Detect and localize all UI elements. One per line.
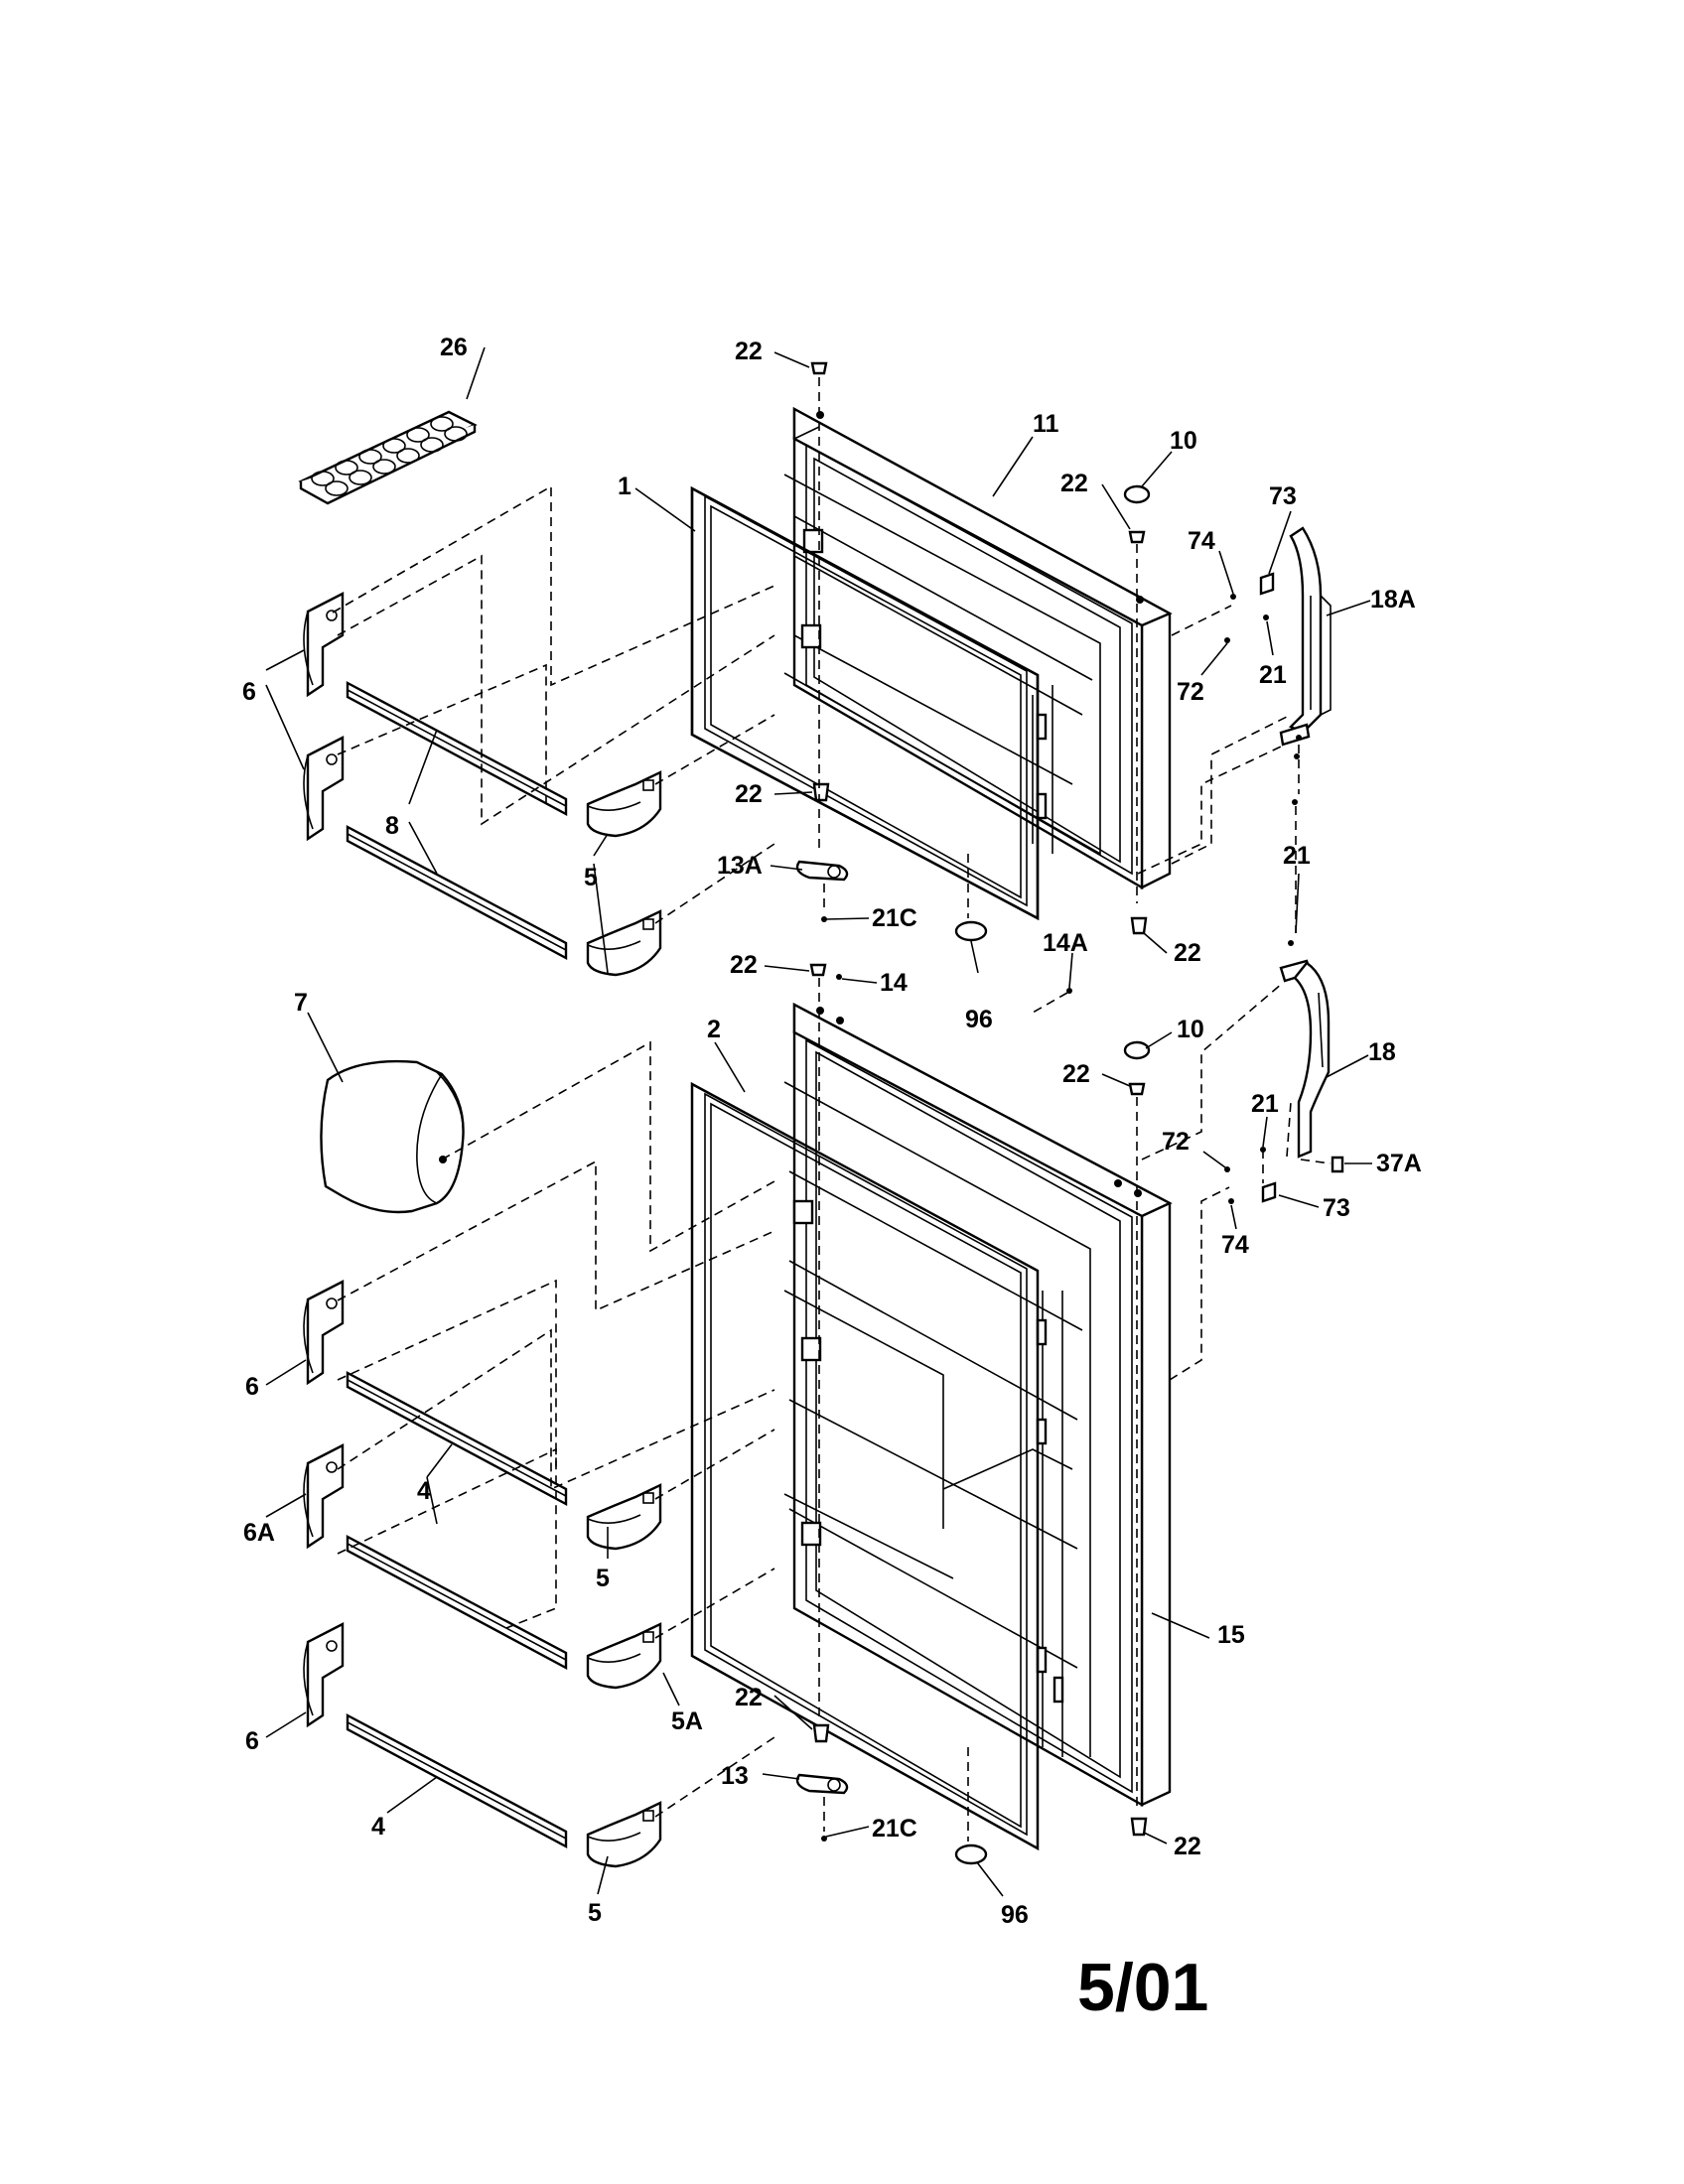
callout-14: 14 bbox=[880, 969, 908, 997]
callout-74: 74 bbox=[1221, 1231, 1249, 1259]
freezer-door bbox=[783, 406, 1173, 890]
callout-5: 5 bbox=[588, 1899, 602, 1927]
callout-22: 22 bbox=[1174, 1833, 1201, 1860]
alignment-lines bbox=[332, 377, 1332, 1842]
callout-22: 22 bbox=[1060, 470, 1088, 497]
fresh-food-door bbox=[783, 1003, 1173, 1808]
freezer-gasket bbox=[690, 485, 1040, 921]
callout-18: 18 bbox=[1368, 1038, 1396, 1066]
freezer-handle bbox=[1279, 526, 1332, 747]
callout-22: 22 bbox=[1062, 1060, 1090, 1088]
callout-labels: 26 22 11 10 22 1 73 74 18A 6 21 72 8 22 … bbox=[242, 334, 1422, 1929]
callout-13: 13 bbox=[721, 1762, 749, 1790]
callout-96: 96 bbox=[1001, 1901, 1029, 1929]
callout-6: 6 bbox=[245, 1373, 259, 1401]
callout-22: 22 bbox=[735, 338, 763, 365]
callout-72: 72 bbox=[1162, 1128, 1190, 1156]
callout-21: 21 bbox=[1283, 842, 1311, 870]
callout-6: 6 bbox=[242, 678, 256, 706]
callout-21C: 21C bbox=[872, 1815, 917, 1843]
callout-4: 4 bbox=[417, 1477, 431, 1505]
callout-26: 26 bbox=[440, 334, 468, 361]
callout-37A: 37A bbox=[1376, 1150, 1422, 1177]
fresh-food-gasket bbox=[690, 1081, 1040, 1851]
callout-2: 2 bbox=[707, 1016, 721, 1043]
callout-10: 10 bbox=[1177, 1016, 1204, 1043]
callout-1: 1 bbox=[618, 473, 632, 500]
fresh-food-handle bbox=[1279, 959, 1331, 1159]
callout-11: 11 bbox=[1033, 410, 1059, 438]
callout-73: 73 bbox=[1269, 482, 1297, 510]
leader-lines bbox=[265, 346, 1372, 1897]
callout-73: 73 bbox=[1323, 1194, 1350, 1222]
callout-22: 22 bbox=[1174, 939, 1201, 967]
callout-10: 10 bbox=[1170, 427, 1197, 455]
shelf-supports bbox=[302, 592, 662, 1868]
callout-18A: 18A bbox=[1370, 586, 1416, 614]
callout-22: 22 bbox=[730, 951, 758, 979]
callout-74: 74 bbox=[1188, 527, 1215, 555]
callout-6A: 6A bbox=[243, 1519, 275, 1547]
callout-8: 8 bbox=[385, 812, 399, 840]
callout-72: 72 bbox=[1177, 678, 1204, 706]
callout-22: 22 bbox=[735, 1684, 763, 1711]
callout-21: 21 bbox=[1251, 1090, 1279, 1118]
diagram-code: 5/01 bbox=[1077, 1950, 1208, 2025]
dairy-compartment-cover bbox=[320, 1059, 465, 1214]
callout-7: 7 bbox=[294, 989, 308, 1017]
callout-5A: 5A bbox=[671, 1707, 703, 1735]
callout-15: 15 bbox=[1217, 1621, 1245, 1649]
callout-96: 96 bbox=[965, 1006, 993, 1033]
hardware bbox=[795, 361, 1344, 1865]
callout-4: 4 bbox=[371, 1813, 385, 1841]
callout-5: 5 bbox=[596, 1565, 610, 1592]
callout-21C: 21C bbox=[872, 904, 917, 932]
egg-tray bbox=[298, 410, 478, 505]
callout-14A: 14A bbox=[1043, 929, 1088, 957]
callout-6: 6 bbox=[245, 1727, 259, 1755]
callout-13A: 13A bbox=[717, 852, 763, 880]
callout-22: 22 bbox=[735, 780, 763, 808]
callout-5: 5 bbox=[584, 864, 598, 891]
callout-21: 21 bbox=[1259, 661, 1287, 689]
